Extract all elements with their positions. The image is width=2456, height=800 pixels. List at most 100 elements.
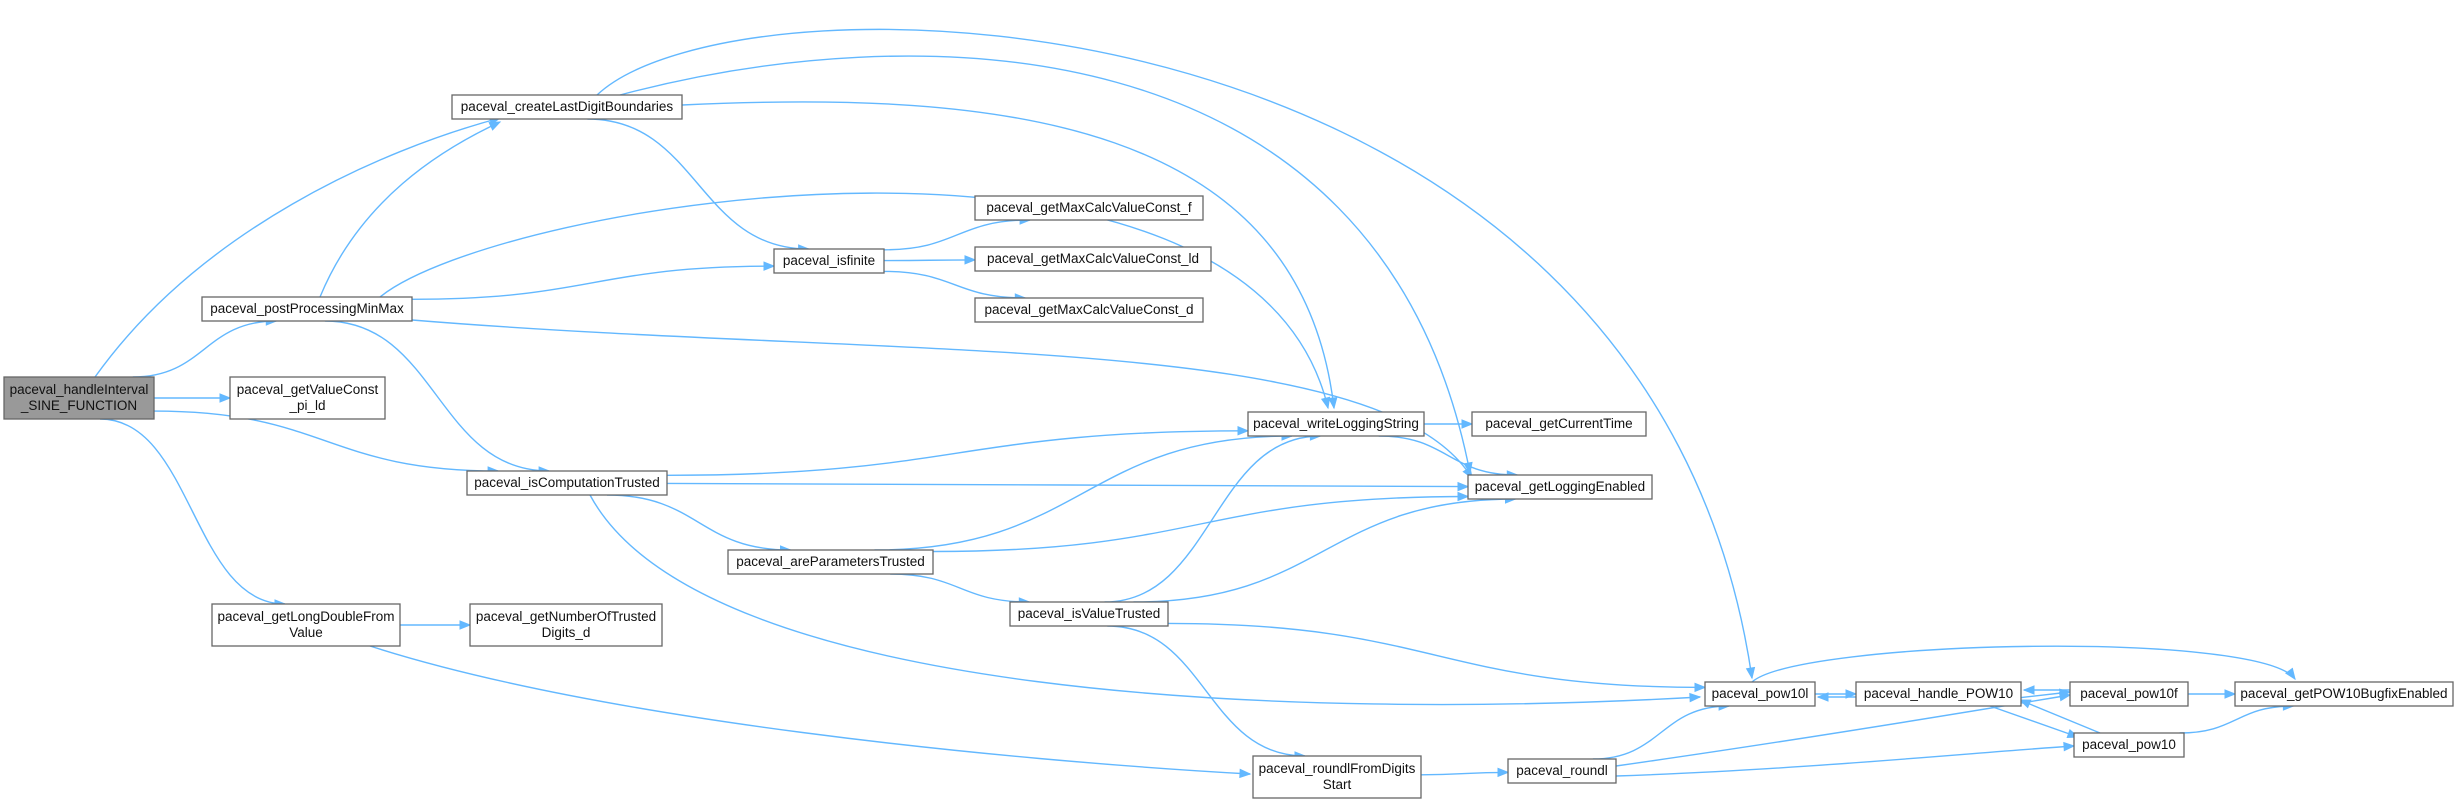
edge-isComputationTrusted-to-getLoggingEnabled bbox=[666, 481, 1470, 492]
node-pow10f[interactable]: paceval_pow10f bbox=[2069, 681, 2189, 707]
edge-line bbox=[596, 28, 1753, 679]
edge-writeLoggingString-to-getCurrentTime bbox=[1424, 419, 1474, 429]
edge-line bbox=[1615, 745, 2075, 777]
edge-line bbox=[666, 430, 1249, 476]
node-label: Value bbox=[289, 625, 323, 640]
arrowhead-icon bbox=[1457, 481, 1470, 492]
node-box bbox=[1247, 411, 1425, 437]
arrowhead-icon bbox=[1237, 426, 1250, 436]
edge-isComputationTrusted-to-writeLoggingString bbox=[666, 426, 1250, 476]
node-getMaxCalcValueConst_d[interactable]: paceval_getMaxCalcValueConst_d bbox=[974, 297, 1204, 323]
node-handle_POW10[interactable]: paceval_handle_POW10 bbox=[1855, 681, 2022, 707]
node-pow10[interactable]: paceval_pow10 bbox=[2073, 732, 2185, 758]
node-box bbox=[773, 248, 885, 274]
node-areParametersTrusted[interactable]: paceval_areParametersTrusted bbox=[727, 549, 934, 575]
node-handleInterval[interactable]: paceval_handleInterval_SINE_FUNCTION bbox=[3, 376, 155, 420]
arrowhead-icon bbox=[1845, 689, 1858, 699]
edge-line bbox=[319, 121, 501, 298]
node-label: paceval_getMaxCalcValueConst_f bbox=[986, 200, 1192, 215]
node-getCurrentTime[interactable]: paceval_getCurrentTime bbox=[1471, 411, 1647, 437]
node-label: paceval_createLastDigitBoundaries bbox=[461, 99, 674, 114]
edge-line bbox=[1104, 435, 1321, 603]
edge-handleInterval-to-getLongDoubleFromValue bbox=[99, 418, 287, 609]
node-box bbox=[3, 376, 155, 420]
edge-line bbox=[883, 259, 976, 262]
node-pow10l[interactable]: paceval_pow10l bbox=[1704, 681, 1816, 707]
node-label: paceval_isValueTrusted bbox=[1018, 606, 1161, 621]
edge-line bbox=[666, 482, 1469, 488]
edges-layer bbox=[94, 28, 2296, 779]
node-box bbox=[1471, 411, 1647, 437]
node-roundl[interactable]: paceval_roundl bbox=[1507, 758, 1617, 784]
arrowhead-icon bbox=[1689, 692, 1702, 703]
edge-pow10f-to-getPOW10BugfixEnabled bbox=[2187, 689, 2237, 699]
node-isfinite[interactable]: paceval_isfinite bbox=[773, 248, 885, 274]
edge-line bbox=[1751, 645, 2296, 683]
node-getMaxCalcValueConst_f[interactable]: paceval_getMaxCalcValueConst_f bbox=[974, 195, 1204, 221]
node-label: paceval_postProcessingMinMax bbox=[210, 301, 404, 316]
node-box bbox=[1855, 681, 2022, 707]
edge-line bbox=[2179, 705, 2294, 734]
node-box bbox=[201, 296, 413, 322]
edge-createLastDigitBoundaries-to-pow10l bbox=[596, 28, 1756, 680]
node-label: paceval_getNumberOfTrusted bbox=[476, 609, 656, 624]
edge-isValueTrusted-to-writeLoggingString bbox=[1104, 431, 1322, 603]
node-writeLoggingString[interactable]: paceval_writeLoggingString bbox=[1247, 411, 1425, 437]
edge-pow10l-to-getPOW10BugfixEnabled bbox=[1751, 645, 2296, 683]
node-label: paceval_getMaxCalcValueConst_ld bbox=[987, 251, 1199, 266]
edge-line bbox=[1167, 622, 1706, 689]
edge-isComputationTrusted-to-areParametersTrusted bbox=[606, 494, 792, 555]
node-getLoggingEnabled[interactable]: paceval_getLoggingEnabled bbox=[1467, 474, 1653, 500]
node-getPOW10BugfixEnabled[interactable]: paceval_getPOW10BugfixEnabled bbox=[2234, 681, 2454, 707]
arrowhead-icon bbox=[2022, 685, 2035, 695]
node-label: paceval_getValueConst bbox=[237, 382, 379, 397]
edge-line bbox=[589, 494, 1701, 706]
arrowhead-icon bbox=[1745, 666, 1756, 680]
arrowhead-icon bbox=[1239, 768, 1252, 779]
edge-pow10-to-getPOW10BugfixEnabled bbox=[2179, 701, 2295, 734]
node-box bbox=[974, 297, 1204, 323]
arrowhead-icon bbox=[1497, 767, 1510, 778]
node-label: paceval_handleInterval bbox=[10, 382, 149, 397]
arrowhead-icon bbox=[2018, 699, 2032, 709]
arrowhead-icon bbox=[1816, 692, 1829, 702]
edge-line bbox=[883, 219, 1031, 251]
node-getMaxCalcValueConst_ld[interactable]: paceval_getMaxCalcValueConst_ld bbox=[974, 246, 1212, 272]
edge-line bbox=[883, 270, 1026, 299]
edge-line bbox=[1378, 435, 1518, 476]
edge-line bbox=[681, 101, 1335, 409]
node-label: paceval_areParametersTrusted bbox=[736, 554, 925, 569]
node-label: paceval_handle_POW10 bbox=[1864, 686, 2013, 701]
edge-areParametersTrusted-to-getLoggingEnabled bbox=[932, 491, 1470, 553]
node-isValueTrusted[interactable]: paceval_isValueTrusted bbox=[1009, 601, 1169, 627]
edge-postProcessingMinMax-to-isfinite bbox=[411, 261, 776, 300]
arrowhead-icon bbox=[2224, 689, 2237, 699]
edge-line bbox=[1133, 498, 1516, 603]
edge-line bbox=[153, 410, 499, 472]
arrowhead-icon bbox=[1461, 419, 1474, 429]
node-label: paceval_getMaxCalcValueConst_d bbox=[984, 302, 1193, 317]
node-isComputationTrusted[interactable]: paceval_isComputationTrusted bbox=[466, 470, 668, 496]
edge-line bbox=[587, 118, 809, 250]
edge-line bbox=[2019, 699, 2101, 734]
node-getValueConst_pi_ld[interactable]: paceval_getValueConst_pi_ld bbox=[229, 376, 386, 420]
edge-isfinite-to-getMaxCalcValueConst_f bbox=[883, 215, 1032, 251]
node-label: _SINE_FUNCTION bbox=[20, 398, 137, 413]
node-postProcessingMinMax[interactable]: paceval_postProcessingMinMax bbox=[201, 296, 413, 322]
edge-line bbox=[1989, 705, 2079, 738]
edge-roundl-to-pow10 bbox=[1615, 741, 2076, 777]
edge-areParametersTrusted-to-isValueTrusted bbox=[890, 573, 1031, 607]
node-box bbox=[974, 195, 1204, 221]
arrowhead-icon bbox=[488, 121, 502, 131]
edge-roundl-to-pow10l bbox=[1592, 701, 1731, 760]
node-box bbox=[2069, 681, 2189, 707]
edge-line bbox=[132, 320, 277, 378]
edge-writeLoggingString-to-getLoggingEnabled bbox=[1378, 435, 1519, 480]
edge-line bbox=[606, 494, 791, 551]
node-label: Digits_d bbox=[542, 625, 591, 640]
node-box bbox=[727, 549, 934, 575]
node-createLastDigitBoundaries[interactable]: paceval_createLastDigitBoundaries bbox=[451, 94, 683, 120]
